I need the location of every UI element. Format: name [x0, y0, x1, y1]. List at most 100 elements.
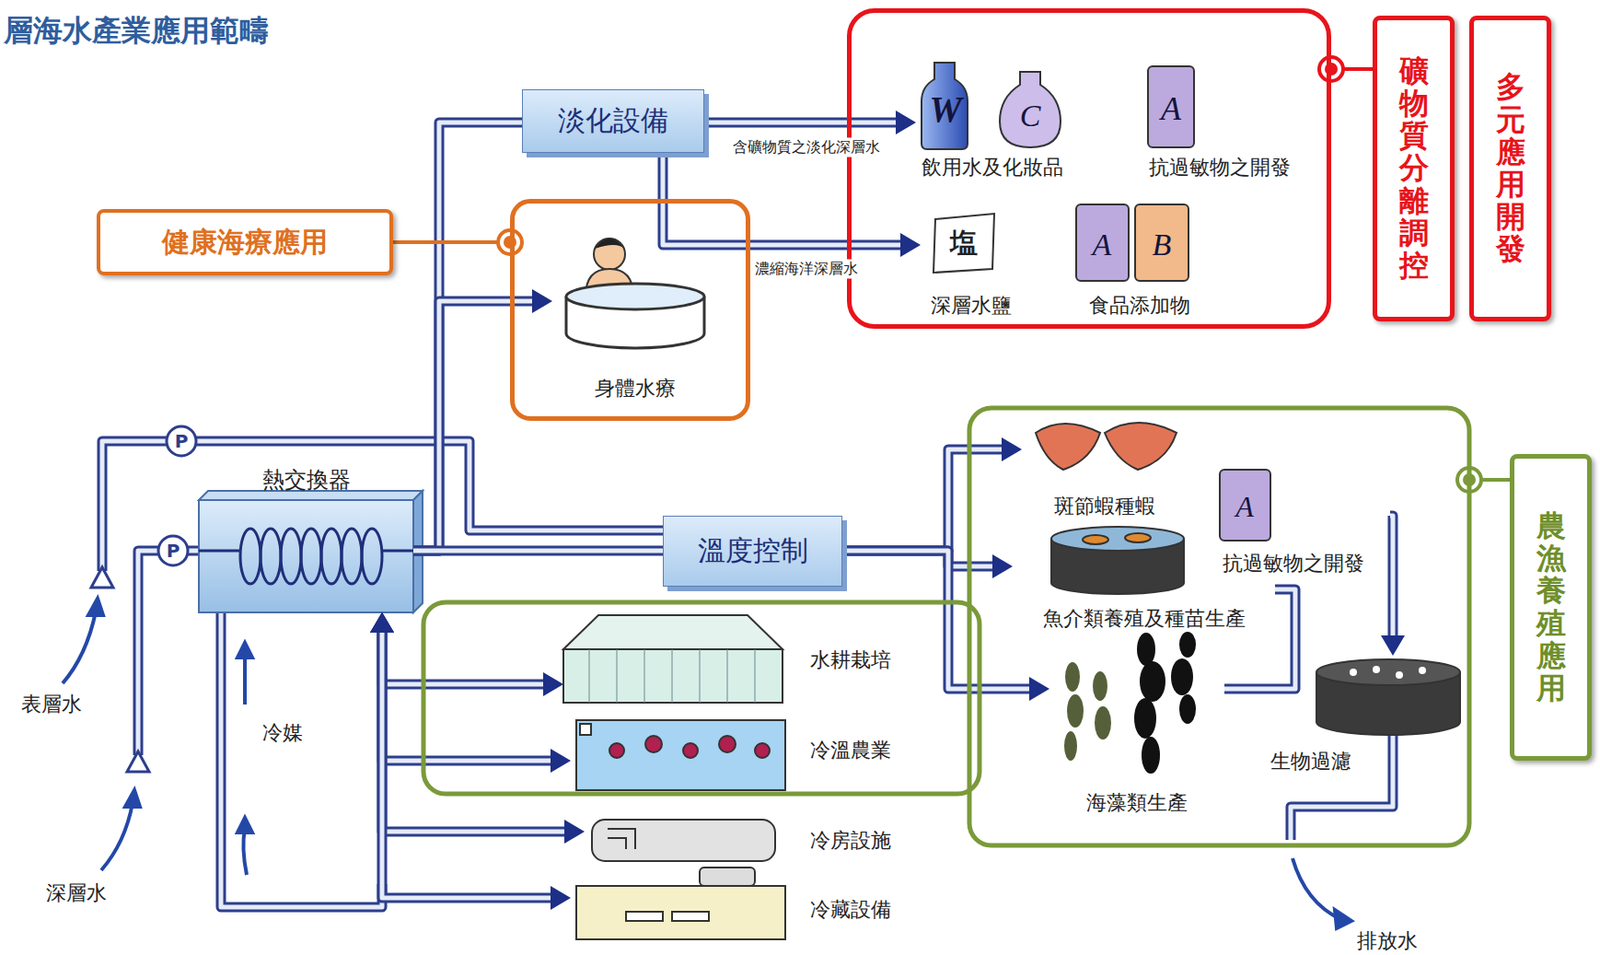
can-icon [1219, 469, 1271, 541]
node-text: 農漁養殖應用 [1536, 510, 1566, 705]
node-text: 抗過敏物之開發 [1148, 153, 1291, 182]
pump-symbols [91, 426, 197, 772]
pipe-connector [704, 110, 916, 135]
node-text: 溫度控制 [697, 532, 809, 570]
region-outline: 斑節蝦種蝦抗過敏物之開發魚介類養殖及種苗生產海藻類生產生物過濾水耕栽培冷溫農業 [423, 407, 1470, 846]
seaweed-frond [1092, 671, 1108, 701]
category-box: 健康海療應用 [96, 208, 394, 276]
intake-symbol [91, 567, 114, 588]
facility-icons [563, 614, 786, 940]
pump-label: P [174, 429, 189, 453]
seaweed-frond [1139, 660, 1166, 702]
can-icon [1147, 66, 1195, 148]
region-outline [423, 602, 980, 794]
pipe-inner [842, 449, 1006, 551]
pipe-connector [662, 152, 921, 257]
flowers [609, 735, 770, 758]
seaweed-frond [1094, 706, 1112, 740]
product-icons [921, 62, 1271, 541]
flower [754, 742, 770, 758]
arrow-head [237, 642, 253, 658]
inflow-arrows [62, 598, 1352, 928]
node-text: 冷房設施 [810, 826, 892, 855]
product-item: 身體水療 [552, 230, 719, 406]
water-source-label: 表層水 [21, 690, 82, 719]
pipe-connector [1224, 589, 1296, 689]
bather-head [593, 238, 626, 270]
pipe-outer [382, 628, 555, 898]
arrow-head [370, 612, 395, 633]
pipe-connector [413, 550, 663, 552]
intake-symbol [127, 751, 150, 772]
pipe-outer [382, 628, 555, 761]
coolant-loop [220, 612, 383, 907]
node-text: 深層水鹽 [930, 291, 1012, 320]
edge-label: 含礦物質之淡化深層水 [730, 138, 883, 158]
coolant-arrow [243, 655, 247, 705]
pipe-connector [370, 612, 571, 773]
pipe-inner [382, 628, 569, 832]
icon-letter: A [1092, 227, 1113, 263]
coil-loop [301, 528, 322, 584]
icon-letter: W [928, 87, 963, 131]
flower [718, 735, 736, 753]
coolant-label: 冷媒 [262, 718, 303, 747]
pipe-connector [842, 437, 1022, 551]
arrow-head [895, 110, 916, 135]
pipe-outer [1390, 515, 1393, 639]
fish [1124, 533, 1151, 543]
pipe-connector [370, 612, 571, 910]
coolant-loop [220, 612, 383, 907]
pipe-inner [382, 628, 547, 685]
arrow-head [88, 598, 104, 615]
arrow-head [370, 612, 395, 633]
node-text: 食品添加物 [1089, 291, 1191, 320]
product-item: 生物過濾 [1261, 655, 1464, 778]
arrow-head [1380, 635, 1405, 656]
pipe-outer [413, 545, 663, 557]
coil-end [382, 549, 414, 553]
pipe-inner [1224, 589, 1296, 689]
product-item: 斑節蝦種蝦 [1021, 414, 1188, 523]
heat-exchanger [198, 490, 423, 613]
media-dot [1372, 665, 1380, 673]
link-connector [393, 230, 522, 255]
icon-letter: A [1235, 489, 1254, 524]
pipe-inner [413, 548, 663, 554]
seaweed-frond [1179, 631, 1196, 658]
coil-loop [240, 528, 261, 584]
pipe-inner [382, 628, 555, 898]
water-source-label: 深層水 [46, 879, 107, 907]
arrow-head [370, 612, 395, 633]
arrow-head [550, 885, 571, 910]
node-text: 魚介類養殖及種苗生產 [1043, 604, 1246, 633]
pipe-layout [102, 440, 1393, 907]
bottle-icon [921, 62, 968, 150]
node-text: 礦物質分離調控 [1399, 55, 1429, 282]
pipe-inner [413, 122, 522, 551]
inflow-arrow [101, 802, 133, 870]
product-item: 抗過敏物之開發 [1132, 55, 1308, 185]
arrow-head [550, 748, 571, 773]
region-outline: 身體水療 [510, 198, 751, 421]
coil-loop [321, 528, 342, 584]
region-outline-shape [423, 407, 1470, 846]
salt-card [933, 213, 995, 273]
bather-hair [594, 238, 625, 249]
fridge-unit [699, 867, 755, 886]
cold-bed [576, 719, 786, 790]
coil [198, 528, 414, 584]
filter-tank-rim [1316, 659, 1461, 685]
coil-loop [260, 528, 281, 584]
node-text: 抗過敏物之開發 [1222, 549, 1365, 578]
facility-item: 水耕栽培 [563, 612, 912, 708]
icon-letter: C [1020, 98, 1042, 134]
flower [683, 742, 698, 758]
product-item: 深層水鹽 [920, 207, 1022, 323]
arrow-head [237, 817, 253, 833]
pipe-outer [842, 449, 1006, 551]
edge-label: 濃縮海洋深層水 [752, 259, 861, 279]
seaweed-frond [1066, 694, 1084, 728]
category-box: 農漁養殖應用 [1509, 453, 1592, 761]
greenhouse-roof [563, 614, 783, 650]
